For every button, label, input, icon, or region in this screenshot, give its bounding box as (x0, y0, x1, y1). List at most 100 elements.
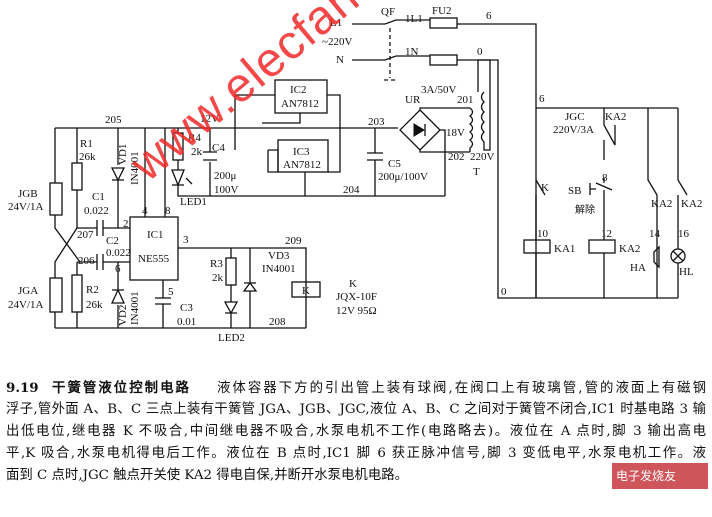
svg-text:12V: 12V (200, 113, 219, 125)
svg-text:IN4001: IN4001 (262, 263, 296, 275)
components (49, 79, 686, 315)
svg-text:208: 208 (269, 316, 286, 328)
svg-text:R4: R4 (188, 132, 201, 144)
svg-text:NE555: NE555 (138, 253, 170, 265)
svg-text:1N: 1N (405, 46, 419, 58)
svg-text:C2: C2 (106, 235, 119, 247)
svg-text:C4: C4 (212, 142, 225, 154)
svg-text:24V/1A: 24V/1A (8, 299, 44, 311)
svg-text:6: 6 (539, 93, 545, 105)
svg-text:SB: SB (568, 185, 581, 197)
caption-line: 平,K 吸合,水泵电机得电后工作。液位在 B 点时,IC1 脚 6 获正脉冲信号… (6, 446, 706, 461)
svg-text:220V: 220V (470, 151, 495, 163)
r4-resistor (172, 132, 184, 161)
svg-text:IC1: IC1 (147, 229, 164, 241)
svg-text:R1: R1 (80, 138, 93, 150)
svg-text:12V 95Ω: 12V 95Ω (336, 305, 377, 317)
svg-text:N: N (336, 54, 344, 66)
svg-text:26k: 26k (79, 151, 96, 163)
svg-text:16: 16 (678, 228, 690, 240)
svg-text:12: 12 (601, 228, 612, 240)
hl-lamp (670, 248, 686, 264)
logo-text: 电子发烧友 (616, 469, 677, 483)
svg-text:K: K (541, 182, 549, 194)
svg-text:解除: 解除 (575, 203, 595, 216)
svg-text:K: K (349, 278, 357, 290)
svg-text:K: K (302, 285, 310, 297)
vd2-diode (110, 288, 126, 304)
svg-text:4: 4 (142, 205, 148, 217)
svg-text:205: 205 (105, 114, 122, 126)
svg-text:VD1: VD1 (117, 144, 129, 165)
svg-text:C5: C5 (388, 158, 401, 170)
ha-buzzer (653, 245, 660, 269)
svg-text:VD3: VD3 (268, 250, 290, 262)
svg-text:8: 8 (602, 172, 608, 184)
svg-text:8: 8 (165, 205, 171, 217)
svg-text:C3: C3 (180, 302, 193, 314)
r2-resistor (71, 274, 83, 313)
svg-text:0.022: 0.022 (84, 205, 109, 217)
labels: 205 12V R1 26k JGB 24V/1A C1 0.022 207 2… (8, 5, 702, 344)
ic1-ne555 (129, 216, 179, 281)
svg-text:C1: C1 (92, 191, 105, 203)
svg-text:26k: 26k (86, 299, 103, 311)
elecfans-logo: 电子发烧友 Elecfans.com (612, 463, 708, 508)
svg-text:IN4001: IN4001 (129, 291, 141, 325)
svg-text:6: 6 (115, 263, 121, 275)
caption-line: 出低电位,继电器 K 不吸合,中间继电器不吸合,水泵电机不工作(电路略去)。液位… (6, 424, 706, 439)
svg-text:L1: L1 (330, 17, 342, 29)
svg-text:0: 0 (477, 46, 483, 58)
svg-text:204: 204 (343, 184, 360, 196)
svg-text:10: 10 (537, 228, 549, 240)
svg-text:HL: HL (679, 266, 694, 278)
svg-text:KA2: KA2 (681, 198, 702, 210)
svg-text:AN7812: AN7812 (281, 98, 319, 110)
svg-text:1L1: 1L1 (405, 13, 423, 25)
svg-text:24V/1A: 24V/1A (8, 201, 44, 213)
jga-reed-switch (49, 277, 63, 313)
vd3-diode (242, 281, 258, 292)
r1-resistor (71, 162, 83, 191)
svg-text:206: 206 (78, 255, 95, 267)
svg-text:2k: 2k (212, 272, 224, 284)
svg-text:JGC: JGC (565, 111, 585, 123)
svg-text:209: 209 (285, 235, 302, 247)
led1 (171, 169, 193, 187)
svg-text:LED1: LED1 (180, 196, 207, 208)
svg-text:202: 202 (448, 151, 465, 163)
svg-text:14: 14 (649, 228, 661, 240)
svg-text:200μ: 200μ (214, 170, 237, 182)
svg-text:207: 207 (77, 229, 94, 241)
caption-heading: 9.19 干簧管液位控制电路 (6, 380, 191, 396)
caption-line: 面到 C 点时,JGC 触点开关使 KA2 得电自保,并断开水泵电机电路。 (6, 468, 408, 483)
svg-text:JGA: JGA (18, 285, 38, 297)
caption-line: 浮子,管外面 A、B、C 三点上装有干簧管 JGA、JGB、JGC,液位 A、B… (6, 402, 706, 417)
svg-text:~220V: ~220V (322, 36, 352, 48)
svg-text:FU2: FU2 (432, 5, 452, 17)
svg-text:0: 0 (501, 286, 507, 298)
svg-text:IN4001: IN4001 (129, 151, 141, 185)
svg-text:IC3: IC3 (293, 146, 310, 158)
ic3-regulator (277, 139, 329, 173)
svg-text:VD2: VD2 (117, 305, 129, 326)
svg-text:100V: 100V (214, 184, 239, 196)
caption-text: 液体容器下方的引出管上装有球阀,在阀口上有玻璃管,管的液面上有磁钢 (216, 381, 707, 396)
svg-text:UR: UR (405, 94, 421, 106)
wires (54, 17, 688, 329)
svg-text:AN7812: AN7812 (283, 159, 321, 171)
logo-subtext: Elecfans.com (619, 499, 673, 508)
svg-text:18V: 18V (446, 127, 465, 139)
svg-text:KA2: KA2 (651, 198, 672, 210)
svg-text:0.022: 0.022 (106, 247, 131, 259)
svg-text:201: 201 (457, 94, 474, 106)
svg-text:203: 203 (368, 116, 385, 128)
svg-text:220V/3A: 220V/3A (553, 124, 594, 136)
svg-text:3A/50V: 3A/50V (421, 84, 457, 96)
vd1-diode (110, 167, 126, 182)
circuit-diagram: 205 12V R1 26k JGB 24V/1A C1 0.022 207 2… (8, 5, 702, 344)
svg-text:6: 6 (486, 10, 492, 22)
svg-text:KA2: KA2 (619, 243, 640, 255)
svg-text:JQX-10F: JQX-10F (336, 291, 377, 303)
jgb-reed-switch (49, 182, 63, 216)
